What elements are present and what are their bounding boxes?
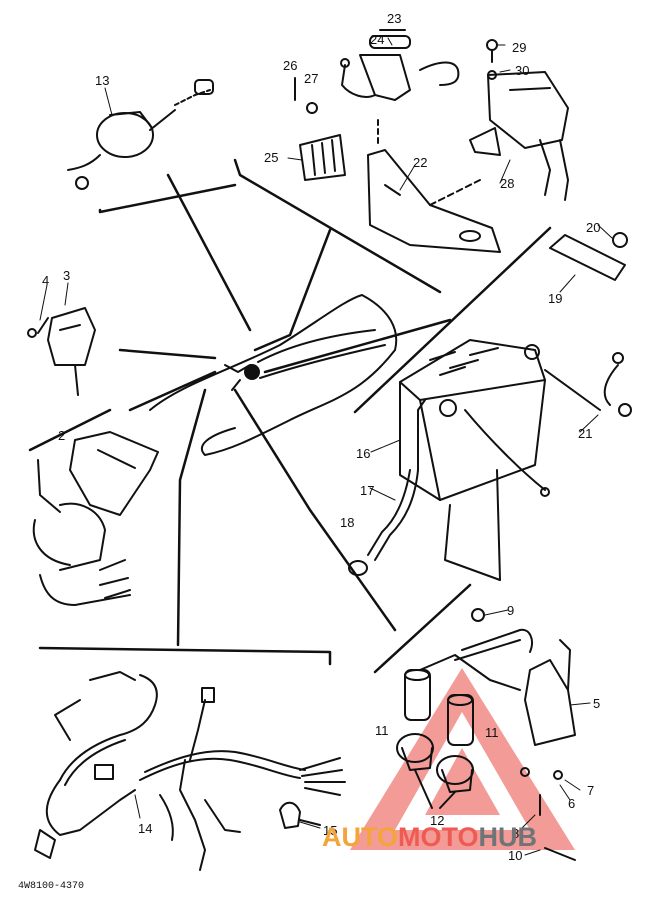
callout-5: 5 bbox=[593, 696, 600, 711]
callout-23: 23 bbox=[387, 11, 401, 26]
part-28-starter-relay bbox=[469, 39, 569, 201]
callout-30: 30 bbox=[515, 63, 529, 78]
leader-lines bbox=[118, 173, 452, 647]
callout-9: 9 bbox=[507, 603, 514, 618]
callout-3: 3 bbox=[63, 268, 70, 283]
callout-7: 7 bbox=[587, 783, 594, 798]
callout-14: 14 bbox=[138, 821, 152, 836]
callout-25: 25 bbox=[264, 150, 278, 165]
callout-11b: 11 bbox=[485, 725, 499, 740]
part-17-hose bbox=[348, 469, 419, 576]
drawing-code: 4W8100-4370 bbox=[18, 881, 84, 892]
part-15-flasher bbox=[279, 801, 321, 829]
callout-27: 27 bbox=[304, 71, 318, 86]
callout-21: 21 bbox=[578, 426, 592, 441]
watermark-part-auto: AUTO bbox=[322, 822, 398, 852]
part-21-cable bbox=[464, 352, 632, 497]
callout-8: 8 bbox=[512, 826, 519, 841]
callout-19: 19 bbox=[548, 291, 562, 306]
callout-2: 2 bbox=[58, 428, 65, 443]
callout-22: 22 bbox=[413, 155, 427, 170]
callout-leaders bbox=[39, 37, 613, 856]
part-19-battery-band bbox=[549, 232, 628, 281]
callout-16: 16 bbox=[356, 446, 370, 461]
callout-17: 17 bbox=[360, 483, 374, 498]
callout-11a: 11 bbox=[375, 723, 389, 738]
part-12-plug-cap bbox=[396, 733, 474, 809]
callout-13: 13 bbox=[95, 73, 109, 88]
part-2-cdi-unit bbox=[32, 431, 159, 606]
callout-24: 24 bbox=[370, 32, 384, 47]
watermark-part-moto: MOTO bbox=[398, 822, 479, 852]
callout-numbers: 2 3 4 5 6 7 8 9 10 11 11 12 13 14 15 16 … bbox=[42, 11, 600, 863]
part-13-sensor bbox=[67, 79, 214, 190]
callout-10: 10 bbox=[508, 848, 522, 863]
callout-28b: 28 bbox=[500, 176, 514, 191]
svg-text:AUTOMOTOHUB: AUTOMOTOHUB bbox=[322, 822, 537, 852]
part-11-ignition-coil bbox=[404, 608, 576, 861]
watermark-text: AUTOMOTOHUB bbox=[322, 822, 537, 852]
frame-assembly bbox=[149, 294, 398, 456]
callout-6: 6 bbox=[568, 796, 575, 811]
part-14-wire-harness bbox=[34, 671, 346, 871]
callout-26: 26 bbox=[283, 58, 297, 73]
callout-15: 15 bbox=[323, 823, 337, 838]
part-16-battery bbox=[399, 339, 546, 581]
watermark-part-hub: HUB bbox=[479, 822, 538, 852]
part-25-connector bbox=[299, 134, 346, 181]
part-23-relay bbox=[294, 29, 460, 146]
part-22-bracket bbox=[367, 149, 501, 253]
callout-29: 29 bbox=[512, 40, 526, 55]
callout-18: 18 bbox=[340, 515, 354, 530]
callout-12: 12 bbox=[430, 813, 444, 828]
section-dividers bbox=[28, 158, 552, 674]
part-3-relay bbox=[27, 307, 96, 396]
callout-20: 20 bbox=[586, 220, 600, 235]
callout-4: 4 bbox=[42, 273, 49, 288]
